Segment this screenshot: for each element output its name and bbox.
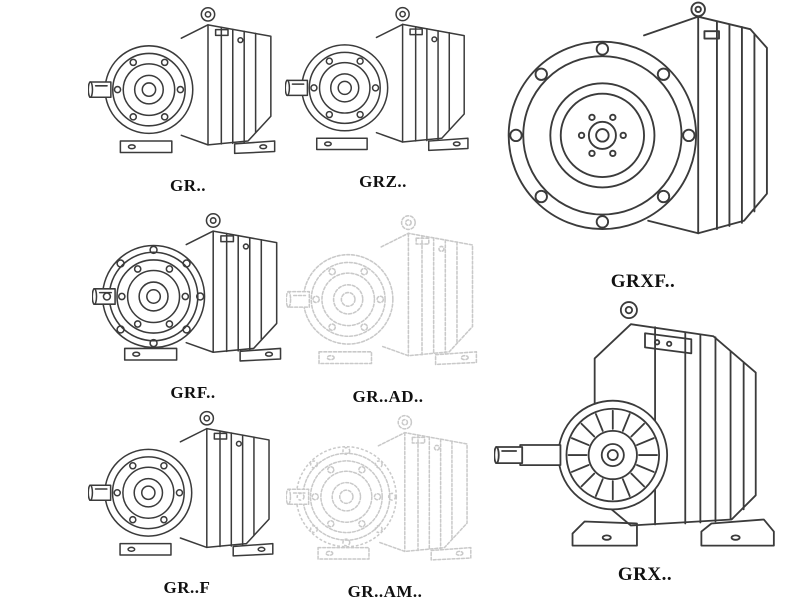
gearbox-drawing-grx bbox=[494, 301, 775, 547]
figure-cell-gr-am: GR..AM.. bbox=[286, 410, 484, 600]
model-label-gr-f: GR..F bbox=[163, 577, 211, 597]
gearbox-drawing-gr bbox=[88, 6, 276, 155]
gearbox-drawing-gr-f bbox=[88, 410, 274, 557]
model-label-gr: GR.. bbox=[170, 175, 206, 195]
figure-cell-grx: GRX.. bbox=[494, 296, 796, 586]
model-label-gr-ad: GR..AD.. bbox=[352, 386, 424, 406]
model-label-grxf: GRXF.. bbox=[610, 270, 676, 292]
figure-cell-grxf: GRXF.. bbox=[492, 0, 794, 293]
model-label-grf: GRF.. bbox=[170, 383, 216, 403]
figure-cell-grz: GRZ.. bbox=[285, 2, 481, 192]
gearbox-drawing-gr-ad bbox=[286, 215, 478, 366]
gearbox-drawing-grz bbox=[285, 6, 469, 152]
gearbox-drawing-grxf bbox=[507, 1, 768, 235]
gearbox-drawing-grf bbox=[92, 208, 294, 379]
gearbox-drawing-gr-am bbox=[286, 410, 484, 578]
figure-cell-gr-f: GR..F bbox=[88, 406, 286, 598]
figure-cell-grf: GRF.. bbox=[92, 208, 294, 403]
model-label-grx: GRX.. bbox=[617, 563, 673, 585]
model-label-grz: GRZ.. bbox=[359, 172, 407, 192]
figure-cell-gr-ad: GR..AD.. bbox=[286, 210, 490, 407]
model-label-gr-am: GR..AM.. bbox=[347, 581, 423, 600]
figure-cell-gr: GR.. bbox=[88, 2, 288, 196]
